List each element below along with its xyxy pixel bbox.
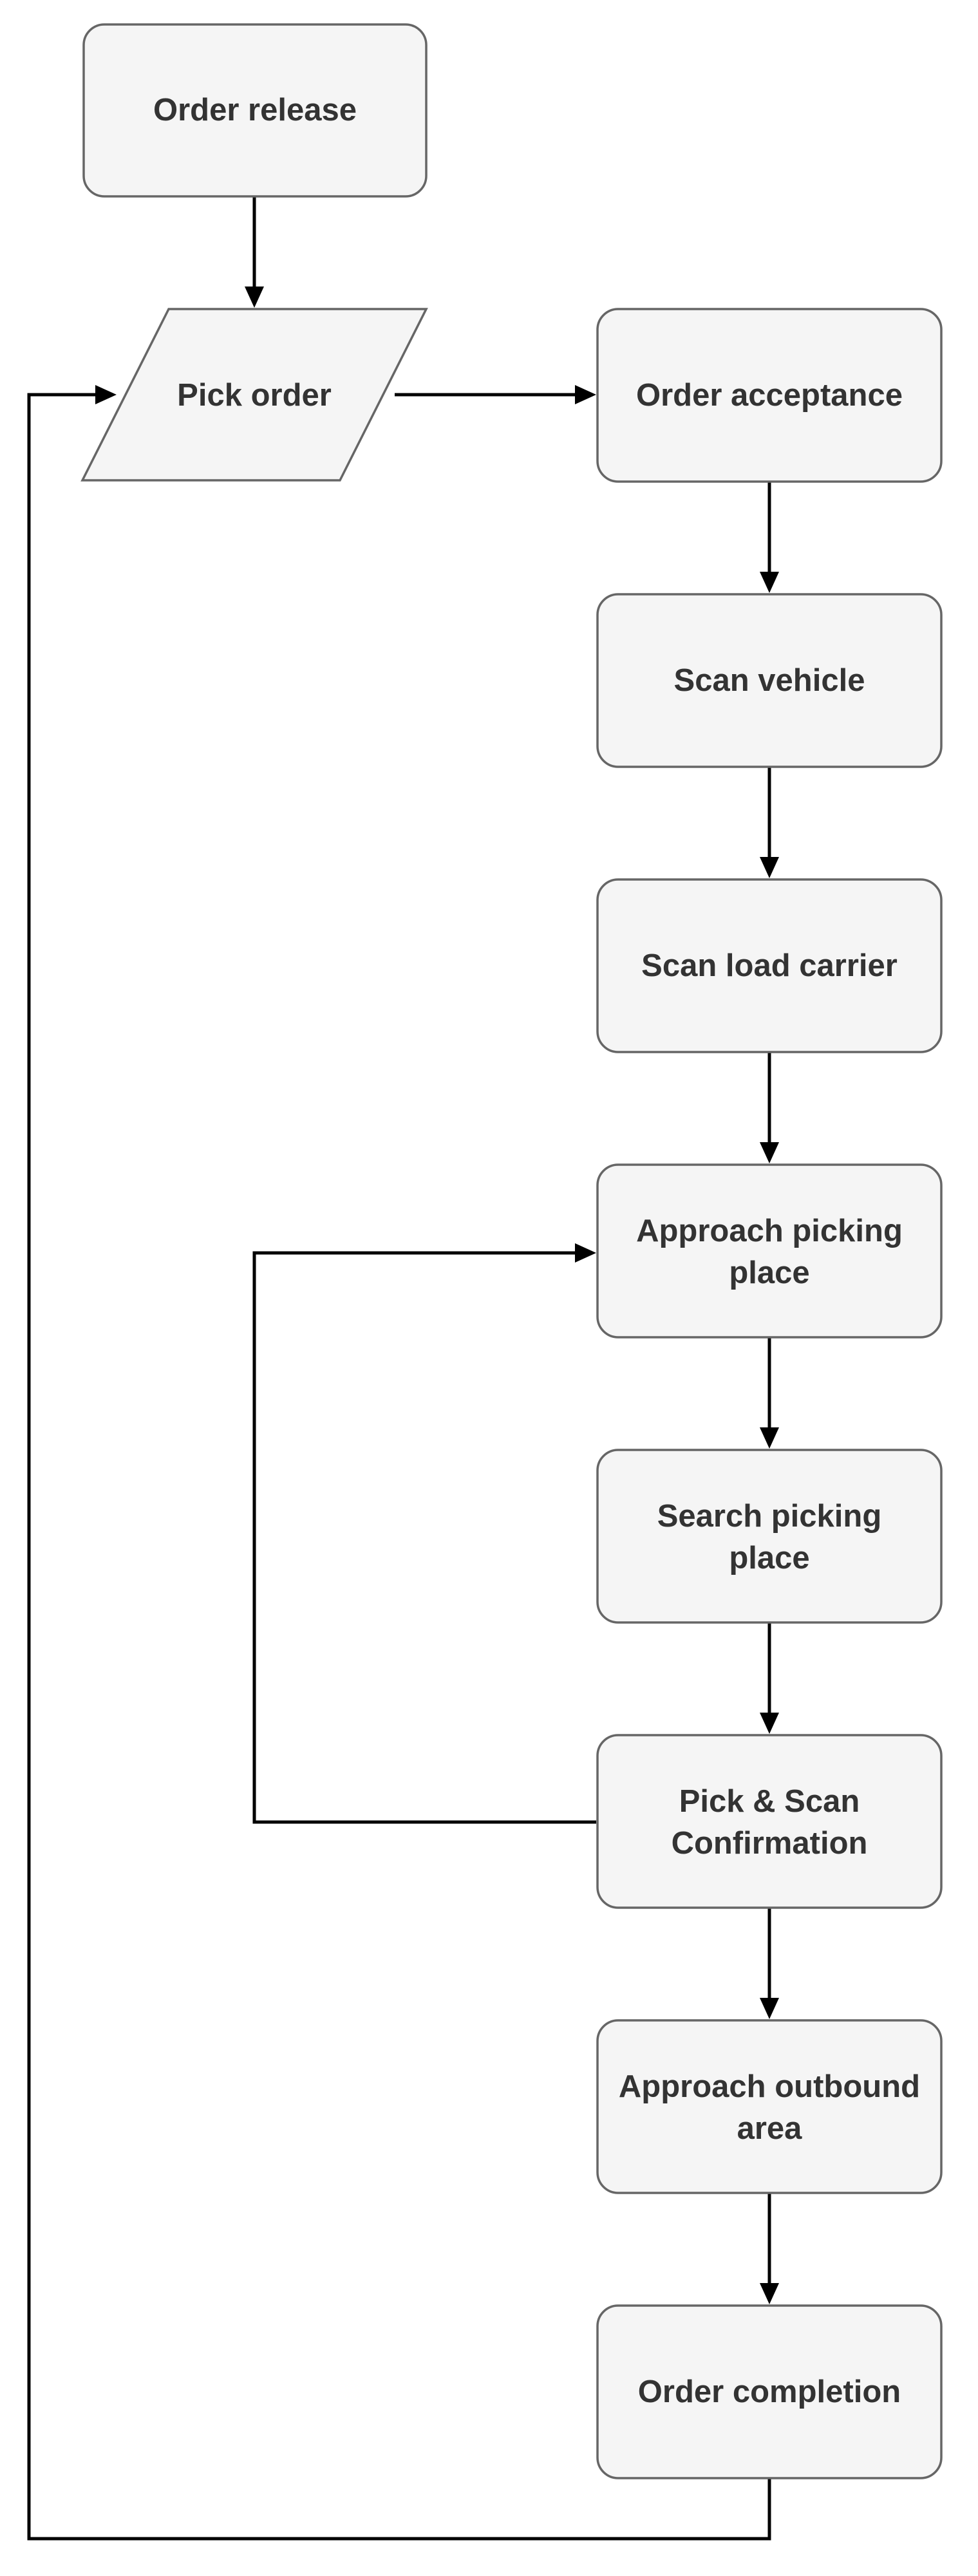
node-approach-picking-place-label-line1: Approach picking	[636, 1214, 903, 1248]
edge-approach-outbound-area-to-order-completion	[760, 2193, 779, 2304]
node-approach-outbound-area[interactable]: Approach outbound area	[596, 2019, 943, 2194]
edge-scan-vehicle-to-scan-load-carrier	[760, 767, 779, 878]
node-order-acceptance-label: Order acceptance	[636, 378, 903, 413]
node-approach-outbound-area-label-line2: area	[737, 2111, 803, 2146]
node-scan-vehicle[interactable]: Scan vehicle	[596, 593, 943, 768]
edge-approach-picking-place-to-search-picking-place	[760, 1337, 779, 1449]
node-order-release[interactable]: Order release	[82, 23, 428, 198]
node-pick-scan-confirmation[interactable]: Pick & Scan Confirmation	[596, 1734, 943, 1909]
edge-order-release-to-pick-order	[245, 196, 264, 308]
edge-search-picking-place-to-pick-scan-confirmation	[760, 1622, 779, 1734]
node-order-release-label: Order release	[153, 93, 357, 127]
node-pick-order-label: Pick order	[177, 378, 332, 413]
node-scan-load-carrier[interactable]: Scan load carrier	[596, 878, 943, 1053]
node-pick-scan-confirmation-label-line1: Pick & Scan	[679, 1784, 860, 1819]
node-approach-outbound-area-label-line1: Approach outbound	[619, 2069, 920, 2104]
node-pick-scan-confirmation-label-line2: Confirmation	[672, 1826, 868, 1861]
edge-order-acceptance-to-scan-vehicle	[760, 482, 779, 593]
node-order-completion[interactable]: Order completion	[596, 2304, 943, 2479]
node-scan-vehicle-label: Scan vehicle	[674, 663, 865, 698]
node-scan-load-carrier-label: Scan load carrier	[641, 948, 898, 983]
node-search-picking-place[interactable]: Search picking place	[596, 1449, 943, 1624]
edge-pick-order-to-order-acceptance	[395, 385, 596, 404]
edge-pick-scan-confirmation-to-approach-outbound-area	[760, 1908, 779, 2019]
node-search-picking-place-label-line1: Search picking	[657, 1499, 882, 1534]
node-approach-picking-place[interactable]: Approach picking place	[596, 1163, 943, 1339]
node-search-picking-place-label-line2: place	[729, 1541, 809, 1575]
node-approach-picking-place-label-line2: place	[729, 1255, 809, 1290]
node-pick-order[interactable]: Pick order	[80, 308, 428, 482]
edge-pick-scan-confirmation-loop-to-approach-picking-place	[252, 1243, 596, 1824]
nodes: Order release Pick order Order acceptanc…	[80, 23, 943, 2479]
node-order-acceptance[interactable]: Order acceptance	[596, 308, 943, 483]
edge-scan-load-carrier-to-approach-picking-place	[760, 1052, 779, 1163]
edges	[27, 196, 779, 2541]
edge-order-completion-loop-to-pick-order	[27, 385, 771, 2541]
node-order-completion-label: Order completion	[638, 2374, 901, 2409]
